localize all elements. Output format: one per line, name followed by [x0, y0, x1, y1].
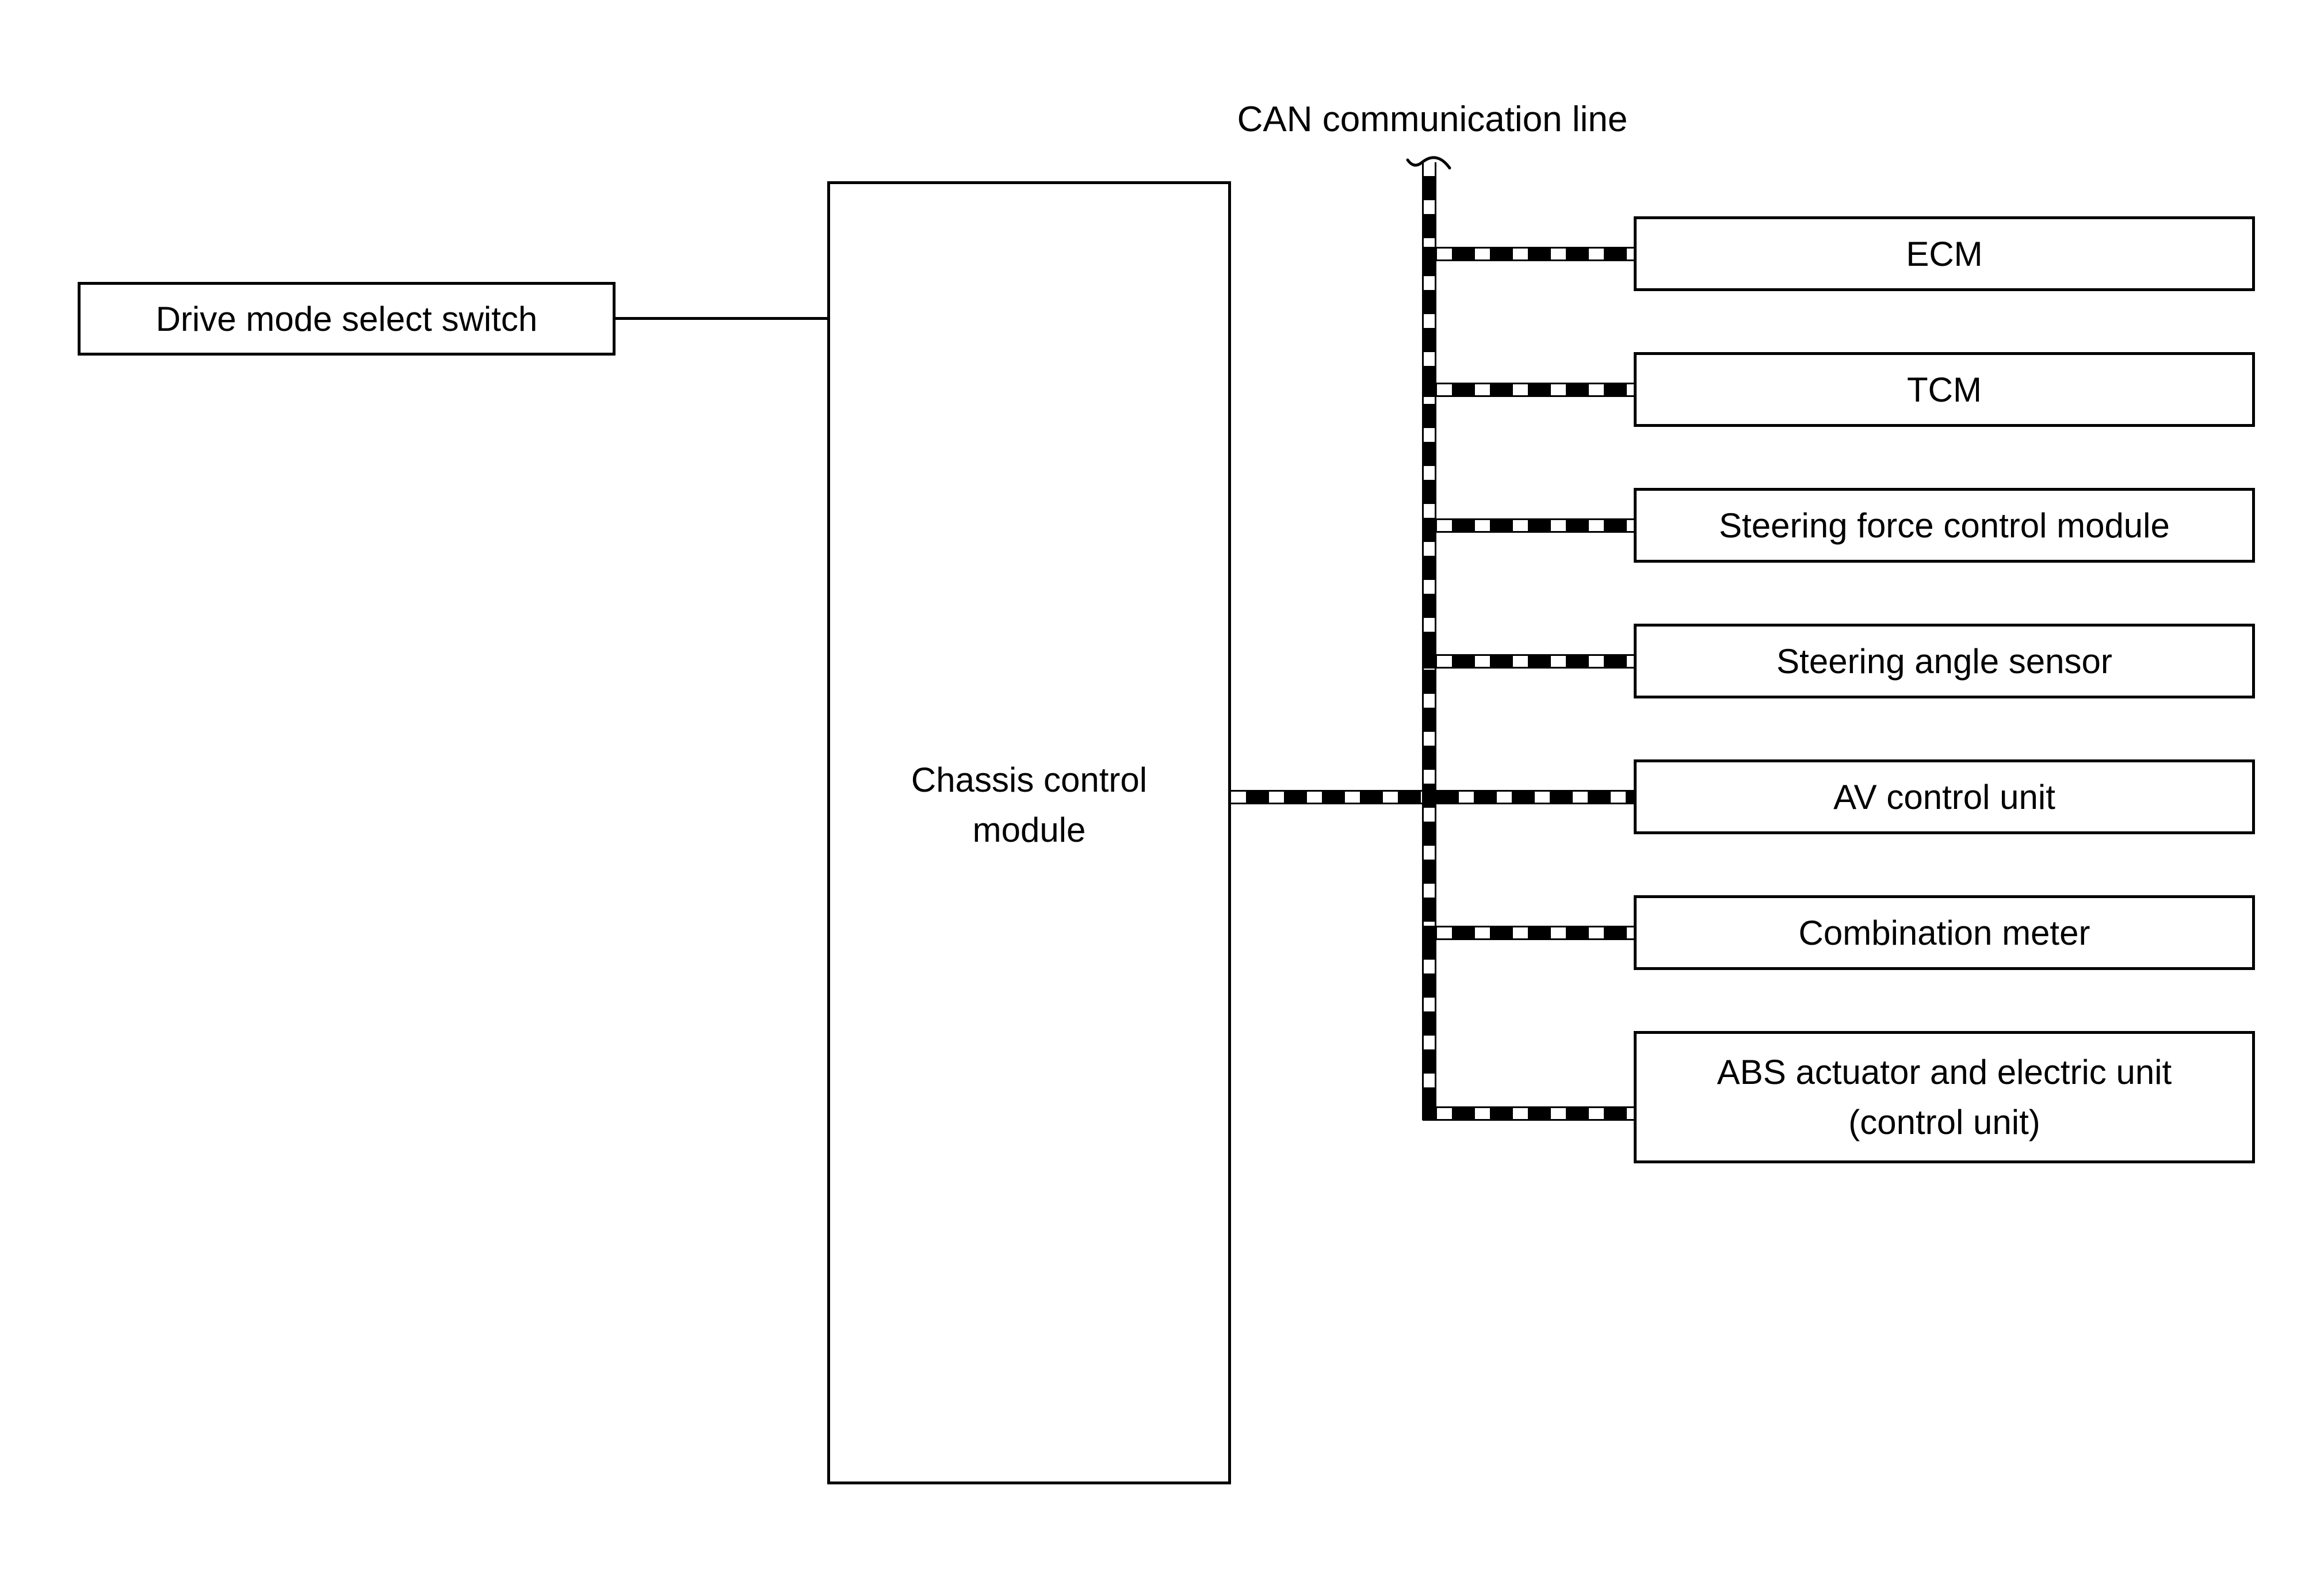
can-branch-steering-force: [1423, 518, 1634, 533]
can-branch-abs: [1423, 1106, 1634, 1121]
node-box-steering-force-control-module: Steering force control module: [1634, 488, 2255, 563]
drive-mode-select-switch-box: Drive mode select switch: [78, 282, 616, 356]
can-bus-title: CAN communication line: [1237, 100, 1628, 139]
node-box-combination-meter: Combination meter: [1634, 895, 2255, 970]
can-branch-ecm: [1423, 247, 1634, 261]
node-box-tcm: TCM: [1634, 352, 2255, 427]
node-label-line2: (control unit): [1848, 1103, 2040, 1141]
chassis-control-module-label: Chassis control module: [911, 761, 1148, 849]
node-box-abs-actuator: ABS actuator and electric unit (control …: [1634, 1031, 2255, 1163]
node-label: ECM: [1906, 234, 1983, 273]
chassis-control-module-box: [827, 181, 1231, 1484]
node-label: Steering force control module: [1719, 506, 2170, 545]
node-box-ecm: ECM: [1634, 216, 2255, 291]
node-box-av-control-unit: AV control unit: [1634, 759, 2255, 834]
can-branch-tcm: [1423, 383, 1634, 397]
node-label: AV control unit: [1833, 777, 2055, 816]
drive-mode-to-chassis-wire: [616, 317, 828, 320]
drive-mode-select-switch-label: Drive mode select switch: [155, 299, 538, 338]
line-continuation-squiggle-icon: [1406, 156, 1451, 170]
can-junction-patch: [1422, 790, 1436, 804]
node-label: TCM: [1907, 370, 1982, 409]
can-bus-vertical-line: [1422, 162, 1436, 1120]
node-label-line1: ABS actuator and electric unit: [1717, 1053, 2172, 1091]
can-branch-steering-angle: [1423, 654, 1634, 669]
node-box-steering-angle-sensor: Steering angle sensor: [1634, 624, 2255, 698]
node-label: Steering angle sensor: [1776, 642, 2112, 681]
can-branch-combination-meter: [1423, 926, 1634, 940]
node-label: Combination meter: [1798, 913, 2090, 952]
